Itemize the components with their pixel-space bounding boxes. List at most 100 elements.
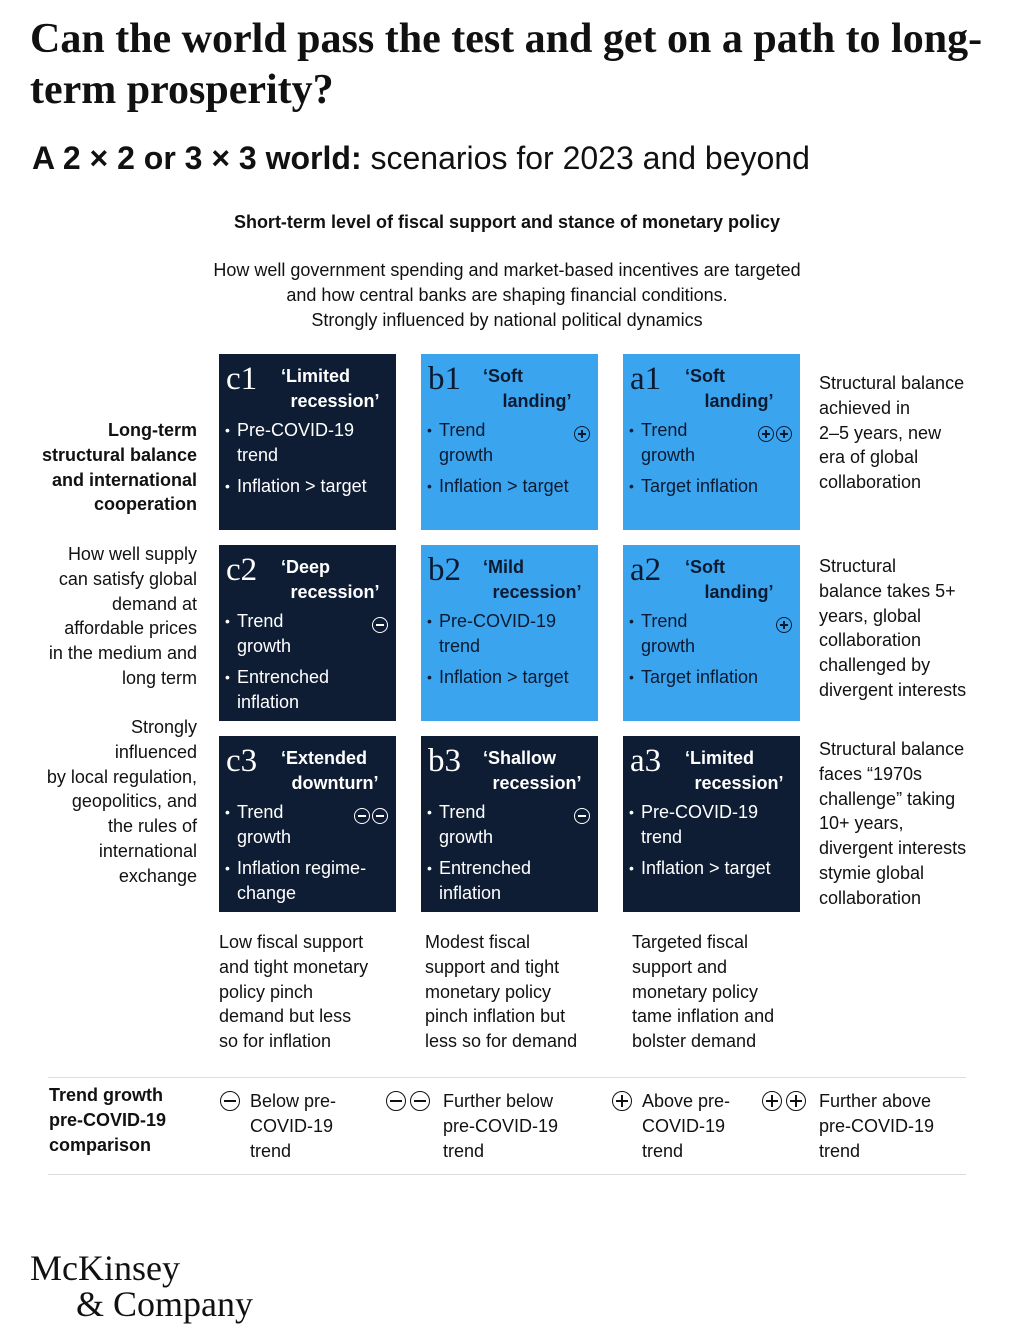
legend-title-line: comparison bbox=[49, 1135, 152, 1155]
left-axis-desc-line: in the medium and bbox=[48, 643, 197, 664]
top-axis-description: How well government spending and market-… bbox=[150, 258, 864, 333]
scenario-name-line: ‘Limited bbox=[685, 748, 755, 768]
row-label-line: divergent interests bbox=[819, 838, 967, 859]
left-axis-desc-line: exchange bbox=[118, 865, 197, 886]
scenario-bullet: Target inflation bbox=[629, 474, 794, 499]
scenario-name-line: ‘Shallow bbox=[483, 748, 557, 768]
scenario-cell-b3: b3‘Shallowrecession’TrendgrowthEntrenche… bbox=[421, 736, 598, 912]
growth-indicator bbox=[574, 426, 590, 442]
legend-text-line: Further below bbox=[443, 1091, 554, 1111]
growth-indicator bbox=[758, 426, 792, 442]
scenario-bullets: Pre-COVID-19trendInflation > target bbox=[427, 609, 592, 696]
scenario-bullets: TrendgrowthTarget inflation bbox=[629, 418, 794, 505]
top-axis-line: How well government spending and market-… bbox=[213, 260, 801, 280]
subtitle-rest: scenarios for 2023 and beyond bbox=[361, 140, 810, 176]
scenario-name-line: ‘Soft bbox=[685, 366, 725, 386]
bullet-line: trend bbox=[237, 445, 279, 465]
left-axis-desc-line: can satisfy global bbox=[58, 568, 197, 589]
scenario-bullets: TrendgrowthInflation regime-change bbox=[225, 800, 390, 912]
left-axis-desc-line: Strongly bbox=[130, 717, 197, 737]
logo-line: McKinsey bbox=[30, 1248, 180, 1288]
scenario-cell-c3: c3 ‘Extendeddownturn’TrendgrowthInflation… bbox=[219, 736, 396, 912]
row-label-line: collaboration bbox=[819, 630, 922, 651]
row-label-line: challenged by bbox=[819, 655, 931, 676]
plus-icon bbox=[574, 426, 590, 442]
scenario-code: c3 bbox=[226, 743, 258, 779]
row-label-line: balance takes 5+ bbox=[819, 580, 956, 601]
top-axis-line: and how central banks are shaping financ… bbox=[286, 285, 728, 305]
minus-icon bbox=[410, 1091, 430, 1111]
subtitle-bold: A 2 × 2 or 3 × 3 world: bbox=[32, 140, 362, 176]
logo-line: & Company bbox=[76, 1284, 253, 1324]
bullet-line: growth bbox=[237, 827, 292, 847]
legend-text-line: trend bbox=[250, 1141, 292, 1161]
legend-text-line: Below pre- bbox=[250, 1091, 337, 1111]
bullet-line: trend bbox=[641, 827, 683, 847]
bullet-line: Inflation > target bbox=[439, 476, 569, 496]
scenario-bullets: Pre-COVID-19trendInflation > target bbox=[629, 800, 794, 887]
minus-icon bbox=[354, 808, 370, 824]
minus-icon bbox=[220, 1091, 240, 1111]
scenario-name-line: landing’ bbox=[502, 391, 572, 411]
bullet-line: Target inflation bbox=[641, 667, 759, 687]
scenario-bullet: Target inflation bbox=[629, 665, 794, 690]
scenario-bullets: Pre-COVID-19trendInflation > target bbox=[225, 418, 390, 505]
scenario-name-line: recession’ bbox=[290, 582, 380, 602]
minus-icon bbox=[574, 808, 590, 824]
legend-title-line: Trend growth bbox=[49, 1085, 163, 1105]
legend-icons bbox=[762, 1091, 806, 1111]
legend-text-line: pre-COVID-19 bbox=[819, 1116, 935, 1136]
legend-text-line: trend bbox=[443, 1141, 485, 1161]
column-label-line: Modest fiscal bbox=[425, 932, 531, 952]
bullet-line: growth bbox=[439, 827, 494, 847]
scenario-name-line: landing’ bbox=[704, 391, 774, 411]
growth-indicator bbox=[354, 808, 388, 824]
minus-icon bbox=[372, 808, 388, 824]
row-label-line: Structural balance bbox=[819, 739, 965, 759]
plus-icon bbox=[776, 426, 792, 442]
column-label-line: tame inflation and bbox=[632, 1006, 775, 1027]
column-label-line: bolster demand bbox=[632, 1031, 757, 1052]
bullet-line: Inflation > target bbox=[237, 476, 367, 496]
growth-indicator bbox=[372, 617, 388, 633]
growth-indicator bbox=[574, 808, 590, 824]
row-label-line: stymie global bbox=[819, 862, 925, 883]
left-axis-desc-line: How well supply bbox=[67, 544, 197, 564]
bullet-line: Entrenched bbox=[237, 667, 330, 687]
scenario-name-line: recession’ bbox=[694, 773, 784, 793]
column-label-line: so for inflation bbox=[219, 1031, 332, 1052]
row-label-line: faces “1970s bbox=[819, 763, 923, 784]
scenario-name-line: recession’ bbox=[492, 773, 582, 793]
left-axis-desc-line: international bbox=[98, 840, 197, 861]
scenario-bullet: Inflation > target bbox=[629, 856, 794, 881]
bullet-line: Trend bbox=[237, 611, 284, 631]
scenario-bullet: Inflation > target bbox=[427, 665, 592, 690]
legend-icons bbox=[220, 1091, 240, 1111]
scenario-name-line: recession’ bbox=[290, 391, 380, 411]
row-label-line: divergent interests bbox=[819, 679, 967, 700]
left-axis-desc-line: demand at bbox=[111, 593, 197, 614]
scenario-name-line: ‘Deep bbox=[281, 557, 331, 577]
column-label-line: policy pinch bbox=[219, 981, 314, 1002]
left-axis-desc-line: by local regulation, bbox=[46, 766, 197, 787]
top-axis-line: Strongly influenced by national politica… bbox=[311, 310, 703, 330]
legend-text-line: COVID-19 bbox=[250, 1116, 334, 1136]
